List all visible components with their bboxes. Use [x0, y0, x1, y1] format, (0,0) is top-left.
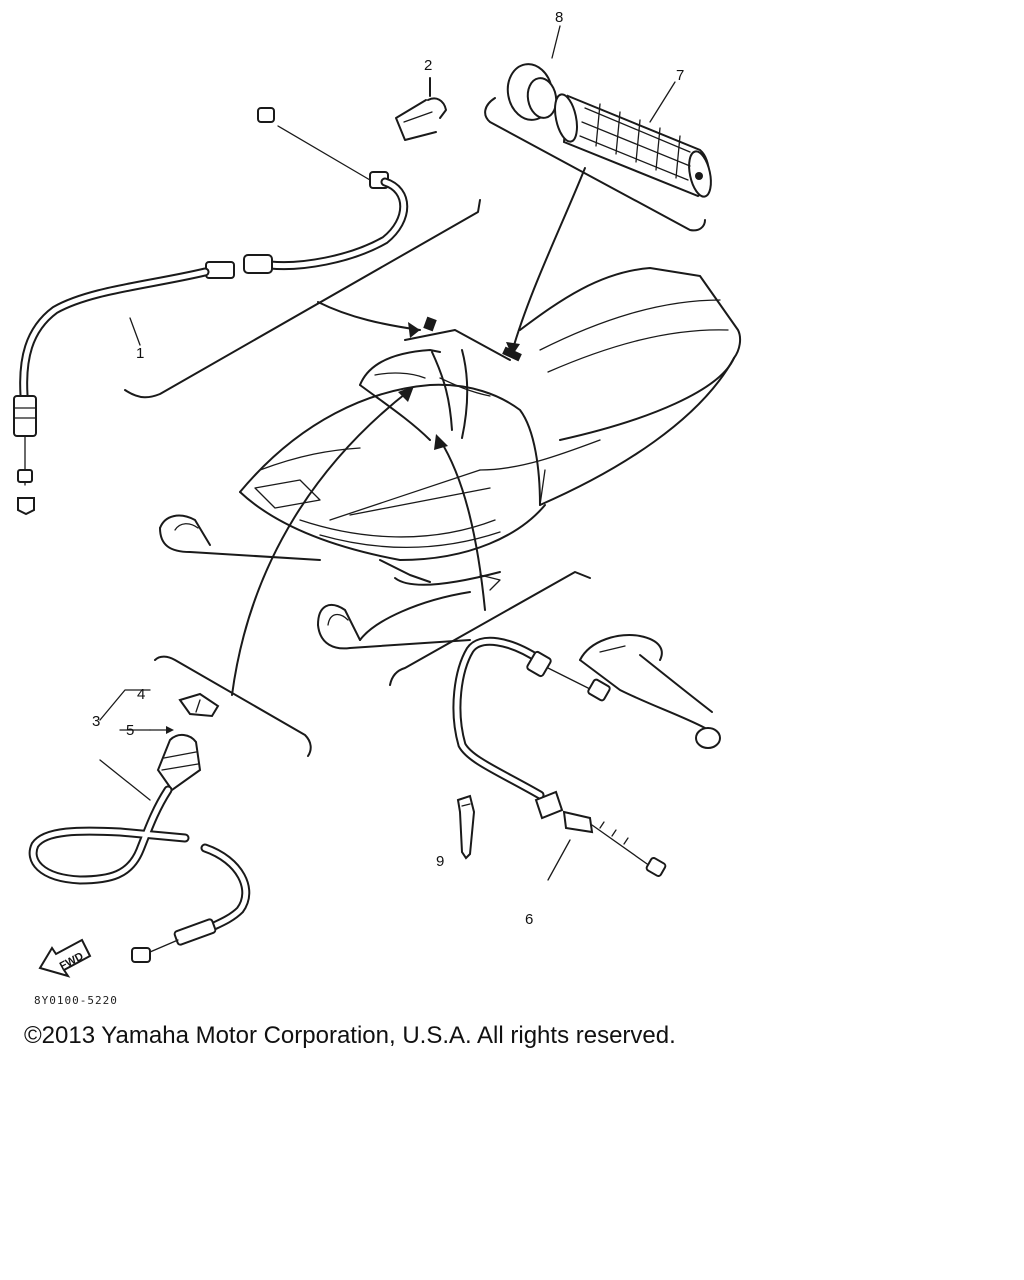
- part-brake-cable-set: 6 9: [389, 434, 721, 928]
- part-label-1: 1: [136, 345, 144, 362]
- copyright-notice: ©2013 Yamaha Motor Corporation, U.S.A. A…: [24, 1022, 676, 1049]
- part-meter-cable-set: 3 4 5: [28, 386, 414, 963]
- part-throttle-cable: 1: [13, 107, 481, 516]
- part-label-6: 6: [525, 911, 533, 928]
- part-label-9: 9: [436, 853, 444, 870]
- snowmobile-illustration: [159, 267, 742, 650]
- part-clip: 2: [395, 57, 447, 141]
- forward-direction-arrow: FWD: [38, 938, 92, 978]
- part-label-2: 2: [424, 57, 432, 74]
- part-label-3: 3: [92, 713, 100, 730]
- part-number-code: 8Y0100-5220: [34, 994, 118, 1007]
- part-grip-set: 8 7: [484, 9, 712, 356]
- part-label-8: 8: [555, 9, 563, 26]
- parts-diagram: 1 2 8 7: [13, 9, 742, 978]
- part-label-4: 4: [137, 686, 145, 703]
- part-label-5: 5: [126, 722, 134, 739]
- part-label-7: 7: [676, 67, 684, 84]
